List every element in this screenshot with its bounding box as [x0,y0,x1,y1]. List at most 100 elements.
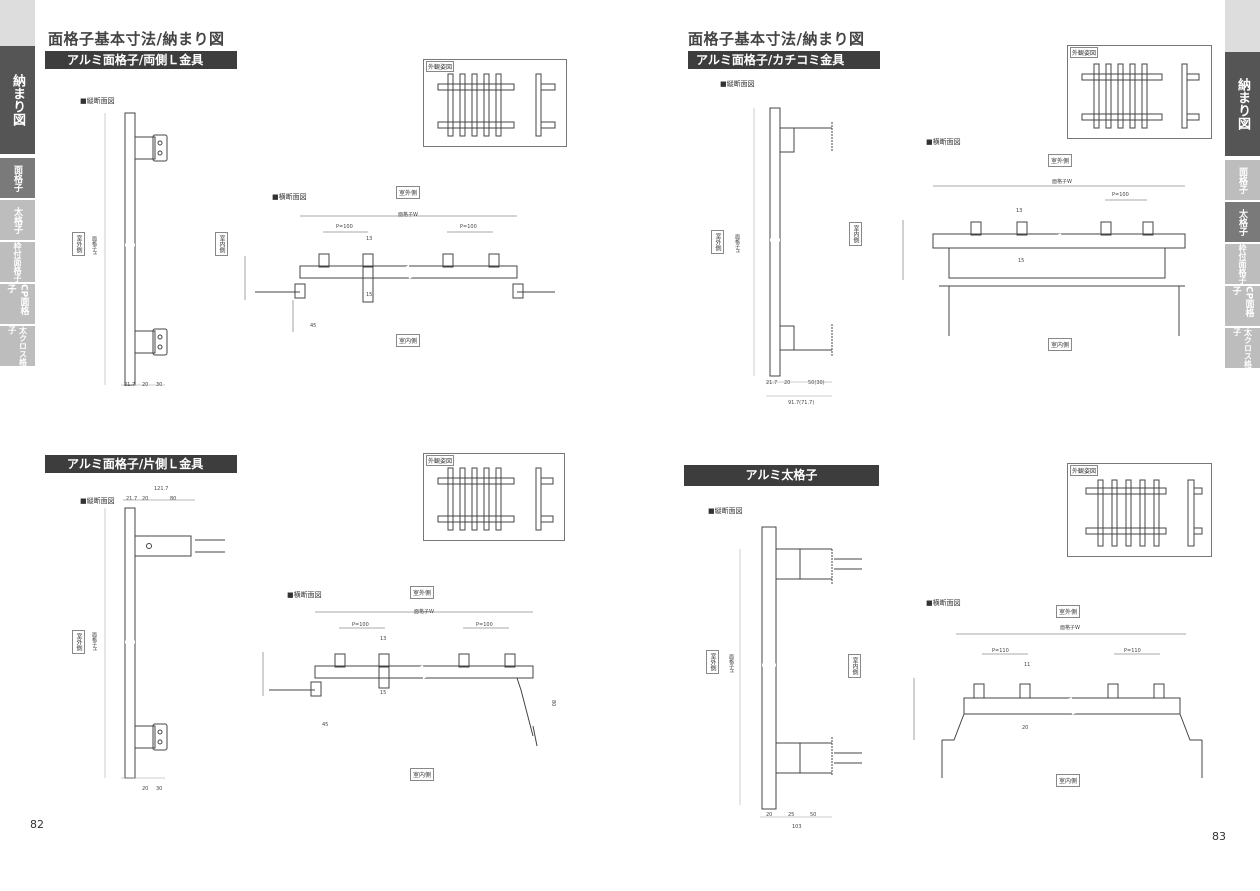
section-b-p2: P=100 [476,622,493,628]
section-d-dim-103: 103 [792,824,802,830]
section-a-outdoor-vertical: 室外側 [72,232,85,256]
section-d-vertical-drawing [730,525,890,825]
section-b-horizontal-drawing [255,606,575,746]
section-c-header: アルミ面格子/カチコミ金具(50/30) [688,51,880,85]
side-nav-cap [1225,0,1260,52]
section-d-horizontal-drawing [910,628,1210,788]
section-c-horizontal-label: ■横断面図 [926,138,961,146]
section-d-outdoor-vertical: 室外側 [706,650,719,674]
section-b-top-dim-total: 121.7 [154,486,169,492]
section-b-header: アルミ面格子/片側Ｌ金具 [45,455,237,473]
side-nav-item-thick-lattice[interactable]: 太格子 [1225,202,1260,242]
side-nav-main-tab[interactable]: 納まり図 [1225,52,1260,156]
section-d-outdoor-tag: 室外側 [1056,605,1081,618]
section-b-dim-15: 15 [380,690,387,696]
section-c-horizontal-drawing [895,180,1195,340]
section-a-width-label: 面格子W [398,212,418,218]
section-c-vertical-label: ■縦断面図 [720,80,755,88]
section-a-exterior-label: 外観姿図 [426,61,455,72]
side-nav-item-cp-lattice[interactable]: CP面格子 [0,284,35,324]
section-d-indoor-vertical: 室内側 [848,654,861,678]
section-a-p1: P=100 [336,224,353,230]
left-page-title: 面格子基本寸法/納まり図 [48,30,225,48]
section-d-width-label: 面格子W [1060,625,1080,631]
side-nav-item-cross-lattice[interactable]: 太クロス格子 [0,326,35,366]
section-b-p1: P=100 [352,622,369,628]
section-a-horizontal-label: ■横断面図 [272,193,307,201]
section-c-exterior-svg [1068,46,1211,138]
section-d-dim-11: 11 [1024,662,1031,668]
section-a-vertical-drawing [95,105,195,395]
section-c-outdoor-vertical: 室外側 [711,230,724,254]
right-page-number: 83 [1212,830,1226,843]
section-d-dim-20: 20 [766,812,773,818]
side-nav-item-face-lattice[interactable]: 面格子 [0,158,35,198]
section-c-exterior-view: 外観姿図 [1067,45,1212,139]
section-d-vertical-label: ■縦断面図 [708,507,743,515]
side-nav-cap [0,0,35,46]
section-c-dim-50-30: 50(30) [808,380,825,386]
section-a-dim-15: 15 [366,292,373,298]
section-b-dim-80: 80 [550,700,556,707]
side-nav-item-cross-lattice[interactable]: 太クロス格子 [1225,328,1260,368]
section-c-indoor-vertical: 室内側 [849,222,862,246]
section-c-dim-15: 15 [1018,258,1025,264]
section-c-vertical-drawing [740,100,850,400]
section-b-exterior-view: 外観姿図 [423,453,565,541]
side-nav-item-thick-lattice[interactable]: 太格子 [0,200,35,240]
section-c-dim-21-7: 21.7 [766,380,778,386]
section-b-vertical-label: ■縦断面図 [80,497,115,505]
side-nav-item-cp-lattice[interactable]: CP面格子 [1225,286,1260,326]
section-d-dim-25: 25 [788,812,795,818]
section-b-horizontal-label: ■横断面図 [287,591,322,599]
section-b-top-dim-b: 20 [142,496,149,502]
section-c-p1: P=100 [1112,192,1129,198]
section-b-dim-30: 30 [156,786,163,792]
side-nav-item-face-lattice[interactable]: 面格子 [1225,160,1260,200]
section-b-exterior-label: 外観姿図 [426,455,455,466]
section-a-horizontal-drawing [235,210,555,330]
section-d-exterior-label: 外観姿図 [1070,465,1099,476]
section-c-width-label: 面格子W [1052,179,1072,185]
section-a-exterior-svg [424,60,566,146]
section-b-dim-13: 13 [380,636,387,642]
section-a-header: アルミ面格子/両側Ｌ金具 [45,51,237,69]
section-c-dim-20: 20 [784,380,791,386]
section-b-outdoor-tag: 室外側 [410,586,435,599]
right-side-nav: 納まり図 面格子 太格子 枠付面格子 CP面格子 太クロス格子 [1225,0,1260,368]
section-b-dim-20: 20 [142,786,149,792]
section-a-p2: P=100 [460,224,477,230]
section-b-exterior-svg [424,454,564,540]
section-a-vertical-label: ■縦断面図 [80,97,115,105]
section-a-dim-45: 45 [310,323,317,329]
section-c-outdoor-tag: 室外側 [1048,154,1073,167]
section-a-height-label: 面格子H [91,236,97,255]
section-c-indoor-tag: 室内側 [1048,338,1073,351]
side-nav-item-framed-lattice[interactable]: 枠付面格子 [1225,244,1260,284]
section-a-dim-13: 13 [366,236,373,242]
side-nav-item-framed-lattice[interactable]: 枠付面格子 [0,242,35,282]
section-b-dim-45: 45 [322,722,329,728]
section-b-indoor-tag: 室内側 [410,768,435,781]
section-b-vertical-drawing [95,500,235,792]
section-c-dim-total: 91.7(71.7) [788,400,815,406]
section-a-indoor-tag: 室内側 [396,334,421,347]
section-a-indoor-vertical: 室内側 [215,232,228,256]
section-b-height-label: 面格子H [91,632,97,651]
section-c-exterior-label: 外観姿図 [1070,47,1099,58]
section-b-top-dim-c: 80 [170,496,177,502]
section-d-horizontal-label: ■横断面図 [926,599,961,607]
section-c-dim-13: 13 [1016,208,1023,214]
left-page-number: 82 [30,818,44,831]
section-d-exterior-view: 外観姿図 [1067,463,1212,557]
section-d-exterior-svg [1068,464,1211,556]
section-a-exterior-view: 外観姿図 [423,59,567,147]
section-b-outdoor-vertical: 室外側 [72,630,85,654]
section-d-p1: P=110 [992,648,1009,654]
left-side-nav: 納まり図 面格子 太格子 枠付面格子 CP面格子 太クロス格子 [0,0,35,366]
section-d-header: アルミ太格子 [684,465,879,486]
side-nav-main-tab[interactable]: 納まり図 [0,46,35,154]
section-a-outdoor-tag: 室外側 [396,186,421,199]
section-b-top-dim-a: 21.7 [126,496,138,502]
section-d-height-label: 面格子H [728,654,734,673]
